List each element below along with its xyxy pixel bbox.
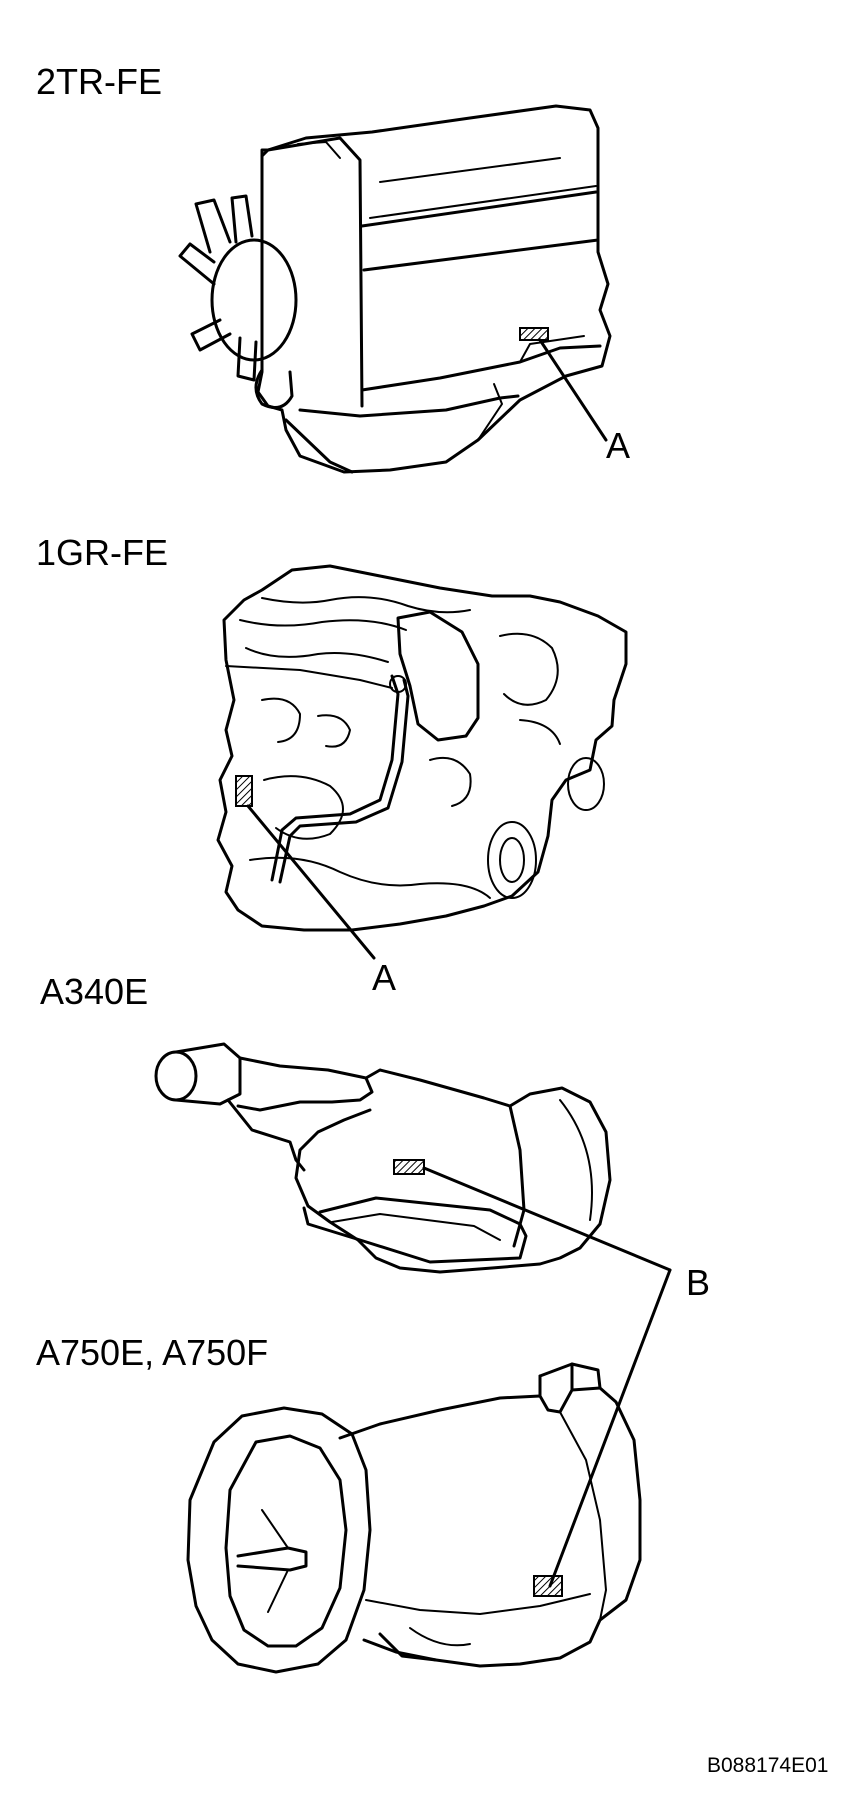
title-a340e: A340E xyxy=(40,971,149,1012)
leader-line-a-2tr-fe xyxy=(538,338,608,442)
title-a750e-a750f: A750E, A750F xyxy=(36,1332,269,1373)
transmission-a750e-illustration xyxy=(186,1362,642,1674)
callout-a-1gr-fe: A xyxy=(372,957,397,998)
label-plate-b-a340e xyxy=(393,1159,425,1175)
title-1gr-fe: 1GR-FE xyxy=(36,532,169,573)
title-2tr-fe: 2TR-FE xyxy=(36,61,162,102)
transmission-a340e-illustration xyxy=(154,1042,612,1274)
label-plate-a-2tr-fe xyxy=(519,327,549,341)
label-plate-b-a750e xyxy=(533,1575,563,1597)
engine-1gr-fe-illustration xyxy=(216,564,628,960)
leader-line-a-1gr-fe xyxy=(246,804,376,960)
callout-a-2tr-fe: A xyxy=(606,425,631,466)
engine-2tr-fe-illustration xyxy=(178,104,612,474)
figure-code: B088174E01 xyxy=(707,1754,829,1777)
label-plate-a-1gr-fe xyxy=(235,775,253,807)
callout-b: B xyxy=(686,1262,711,1303)
leader-lines-b xyxy=(422,1166,672,1588)
